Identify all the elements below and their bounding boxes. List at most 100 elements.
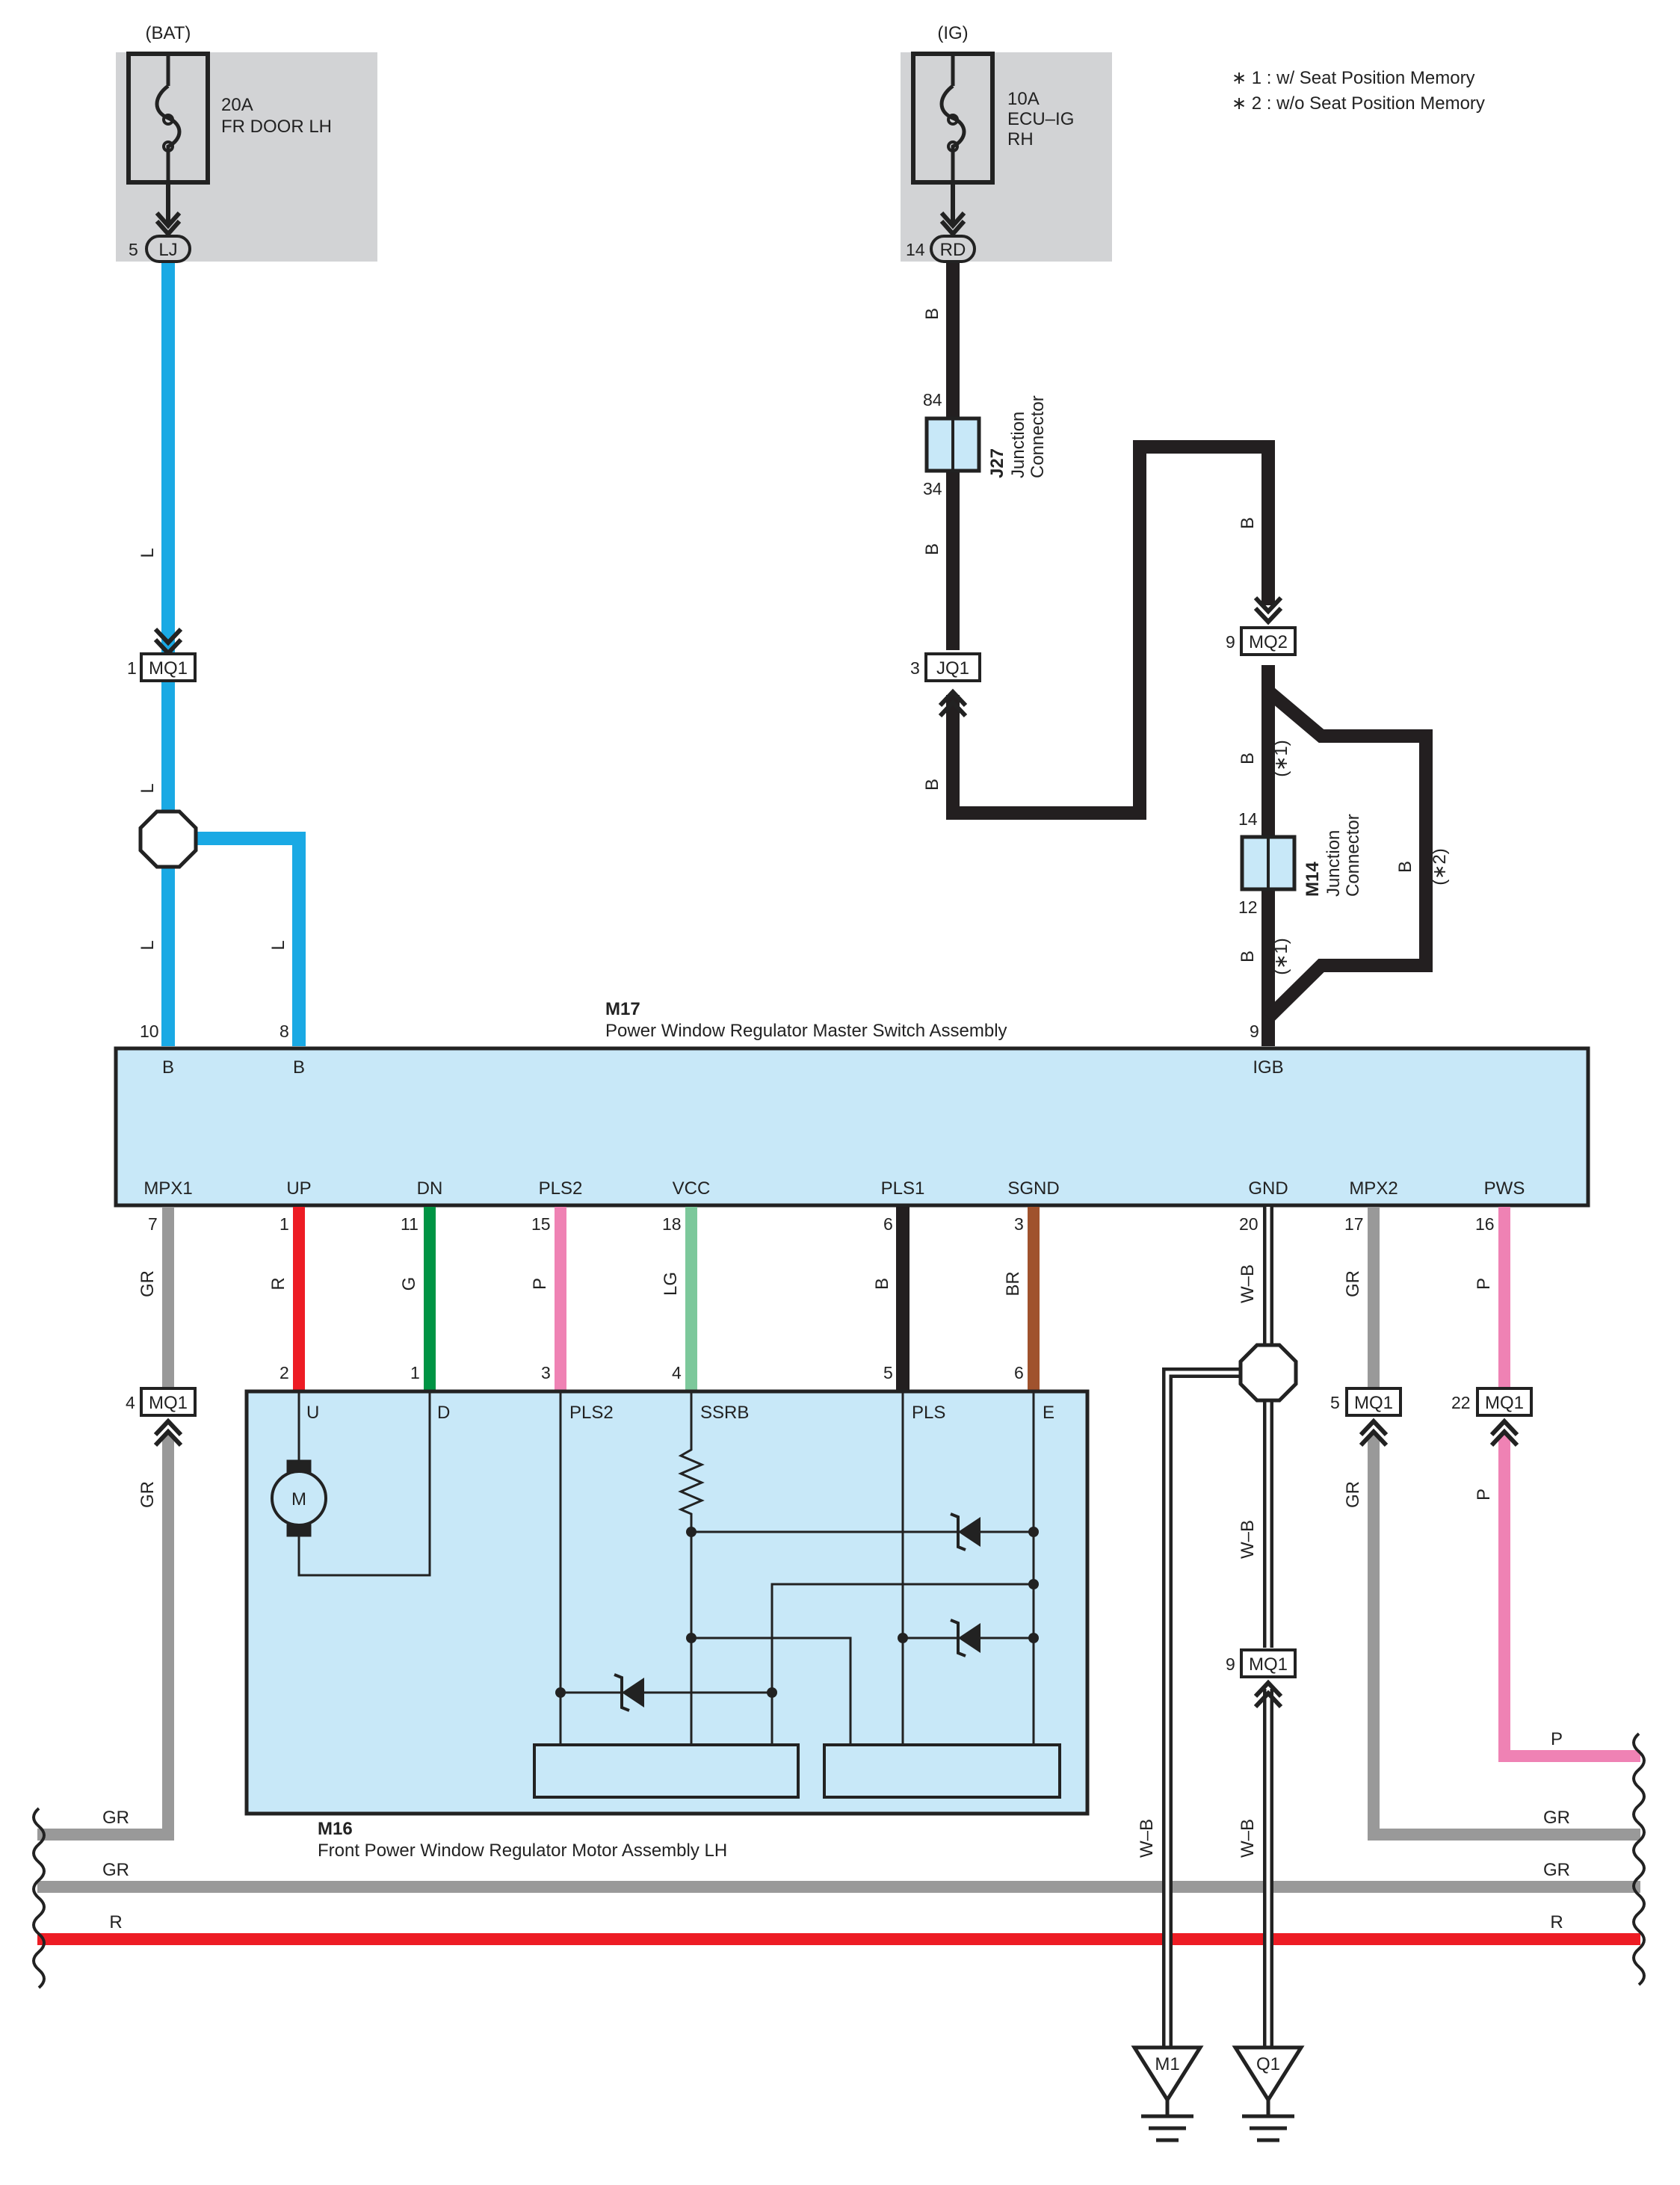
fuse-dot bbox=[947, 114, 959, 126]
junction-j27-id: J27 bbox=[987, 448, 1007, 478]
junction-m14-l2: Connector bbox=[1343, 814, 1363, 897]
m17-terminal: PLS1 bbox=[881, 1178, 925, 1199]
fuse-panel-ig bbox=[901, 52, 1112, 262]
m16-box bbox=[244, 1389, 1090, 1816]
m17-name: Power Window Regulator Master Switch Ass… bbox=[605, 1021, 1007, 1041]
zener-diode-icon bbox=[614, 1512, 980, 1712]
connector-mq1-mpx1-pin: 4 bbox=[126, 1393, 135, 1412]
wire-label-p: P bbox=[1474, 1278, 1494, 1290]
fuse-rating-bat: 20A bbox=[221, 95, 253, 115]
dot bbox=[767, 1687, 777, 1698]
ssrb-pls-line bbox=[691, 1637, 852, 1745]
wire-label-wb: W–B bbox=[1137, 1819, 1157, 1858]
fuse-panel-bat bbox=[116, 52, 377, 262]
m17-terminal: UP bbox=[286, 1178, 311, 1199]
m17-terminal: PWS bbox=[1484, 1178, 1525, 1199]
connector-mq1-pws-pin: 22 bbox=[1451, 1393, 1471, 1412]
splice-l bbox=[138, 809, 198, 869]
wire-label-gr: GR bbox=[102, 1860, 129, 1880]
zener-diode-2 bbox=[958, 1623, 980, 1653]
wire-label-b: B bbox=[1238, 517, 1258, 529]
connector-mq1-pws-label: MQ1 bbox=[1485, 1393, 1524, 1413]
ground-q1-triangle bbox=[1232, 2045, 1305, 2104]
ssrb-line bbox=[678, 1391, 705, 1745]
fuse-source-bat: (BAT) bbox=[146, 23, 191, 43]
m17-terminal: MPX2 bbox=[1349, 1178, 1398, 1199]
connector-mq2 bbox=[1240, 626, 1297, 656]
arrow-bat bbox=[155, 220, 182, 238]
connector-mq1-top-pin: 1 bbox=[127, 658, 137, 678]
wire-label-wb: W–B bbox=[1238, 1819, 1258, 1858]
m16-internal-circuit bbox=[286, 1391, 1035, 1745]
wire-label-p: P bbox=[530, 1278, 550, 1290]
zener-diode-2-bar bbox=[950, 1619, 966, 1657]
wire-label-star2: (∗2) bbox=[1430, 848, 1450, 885]
wires-lower bbox=[37, 1207, 1640, 1945]
connector-mq2-label: MQ2 bbox=[1249, 632, 1288, 652]
m17-terminal: SGND bbox=[1007, 1178, 1059, 1199]
note-1: ∗ 1 : w/ Seat Position Memory bbox=[1232, 68, 1475, 88]
m17-terminal: B bbox=[162, 1057, 174, 1078]
m16-terminal: PLS bbox=[912, 1403, 945, 1423]
connector-jq1 bbox=[924, 652, 981, 682]
motor-label: M bbox=[291, 1489, 306, 1509]
wire-label-b: B bbox=[872, 1278, 892, 1290]
connector-lj-label: LJ bbox=[158, 240, 177, 260]
connector-mq1-mpx1 bbox=[140, 1387, 197, 1417]
fuse-source-ig: (IG) bbox=[937, 23, 968, 43]
break-mark-left bbox=[32, 1807, 46, 1989]
wire-label-gr: GR bbox=[1543, 1860, 1570, 1880]
dot bbox=[1028, 1527, 1039, 1537]
wire-label-r: R bbox=[1550, 1912, 1563, 1932]
m17-pin: 16 bbox=[1475, 1214, 1495, 1234]
connector-jq1-label: JQ1 bbox=[936, 658, 969, 679]
splice-gnd bbox=[1238, 1343, 1298, 1403]
m17-box bbox=[114, 1046, 1590, 1208]
m16-terminal: PLS2 bbox=[569, 1403, 614, 1423]
wire-m1-wb-inner bbox=[1165, 1370, 1250, 2048]
m17-pin: 20 bbox=[1239, 1214, 1259, 1234]
motor-brush bbox=[286, 1459, 312, 1473]
wire-label-gr: GR bbox=[1343, 1481, 1363, 1508]
m16-pin: 2 bbox=[280, 1363, 289, 1382]
wire-label-b: B bbox=[922, 543, 942, 555]
note-2: ∗ 2 : w/o Seat Position Memory bbox=[1232, 93, 1485, 114]
connector-lj-pin: 5 bbox=[129, 240, 138, 259]
fuse-ig: (IG) 10A ECU–IG RH RD 14 bbox=[901, 23, 1112, 263]
arrow-mq1-gnd bbox=[1253, 1679, 1283, 1709]
m17-pin: 1 bbox=[280, 1214, 289, 1234]
connector-mq1-mpx2-label: MQ1 bbox=[1354, 1393, 1393, 1413]
m17-terminal: MPX1 bbox=[143, 1178, 192, 1199]
wire-label-g: G bbox=[399, 1277, 419, 1291]
wire-label-b: B bbox=[1395, 861, 1415, 873]
junction-j27-l2: Connector bbox=[1028, 395, 1048, 478]
motor-icon bbox=[271, 1470, 327, 1527]
connector-mq2-pin: 9 bbox=[1226, 632, 1235, 652]
m16-pin: 1 bbox=[410, 1363, 420, 1382]
fuse-dot bbox=[162, 140, 174, 152]
junction-j27-pin-bot: 34 bbox=[923, 479, 942, 498]
dot bbox=[898, 1633, 908, 1643]
wire-label-b: B bbox=[922, 779, 942, 791]
ground-q1: Q1 bbox=[1232, 2045, 1305, 2142]
m16-terminal: U bbox=[306, 1403, 319, 1423]
dot bbox=[686, 1527, 697, 1537]
fuse-name-bat: FR DOOR LH bbox=[221, 117, 332, 137]
zener-diode-3-bar bbox=[614, 1673, 630, 1712]
wires-wb bbox=[1162, 1207, 1273, 2048]
m17-terminal: PLS2 bbox=[539, 1178, 583, 1199]
junction-dots bbox=[555, 1527, 1039, 1698]
wire-label-l: L bbox=[268, 940, 288, 950]
m17-terminal: DN bbox=[417, 1178, 443, 1199]
connector-mq1-pws bbox=[1476, 1387, 1533, 1417]
zener-diode-1 bbox=[958, 1517, 980, 1547]
motor-wire bbox=[297, 1391, 431, 1577]
arrow-ig bbox=[939, 220, 966, 238]
break-marks bbox=[32, 1732, 1646, 1989]
m17-bottom-terminals: MPX1 UP DN PLS2 VCC PLS1 SGND GND MPX2 P… bbox=[143, 1178, 1525, 1234]
connector-mq1-gnd bbox=[1240, 1648, 1297, 1678]
wire-label-p: P bbox=[1551, 1729, 1563, 1749]
m17-pin: 15 bbox=[531, 1214, 551, 1234]
m16-terminal: D bbox=[437, 1403, 450, 1423]
arrow-mq1-mpx1 bbox=[153, 1418, 183, 1447]
